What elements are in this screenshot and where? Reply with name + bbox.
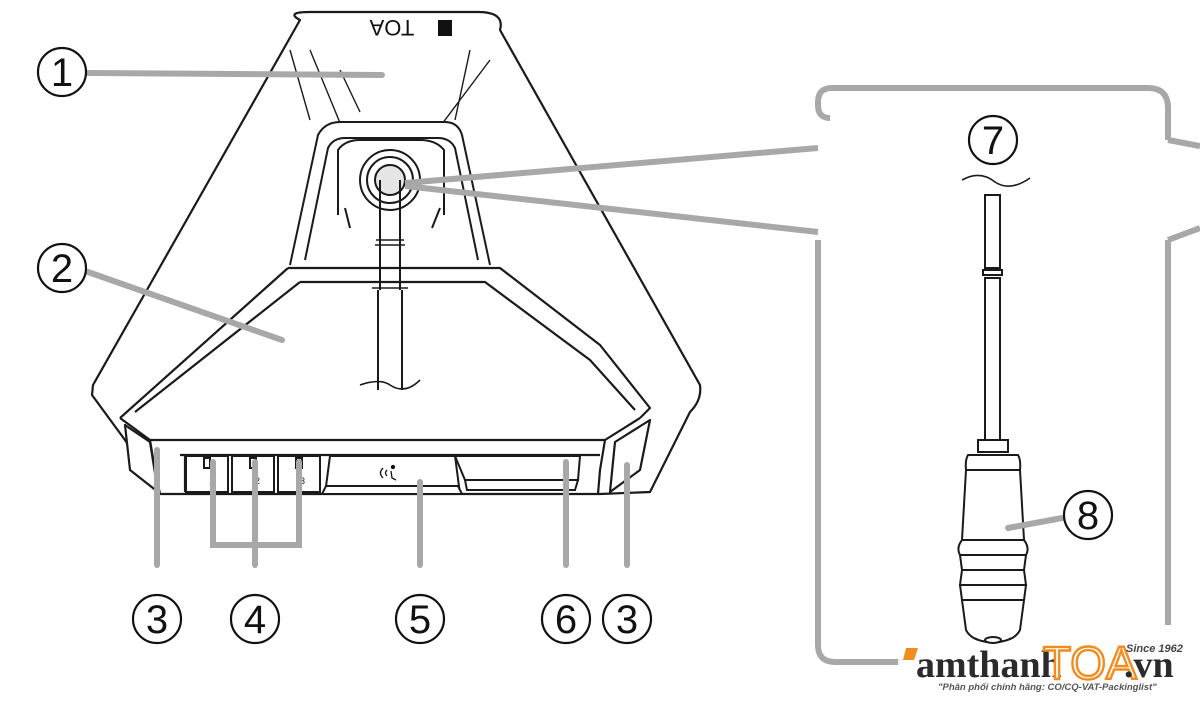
watermark-prefix: amthanh bbox=[916, 644, 1062, 686]
mic-indicator-bar bbox=[453, 455, 582, 491]
gooseneck-detail bbox=[957, 174, 1031, 644]
callout-8 bbox=[1062, 489, 1114, 541]
callout-leaders bbox=[85, 70, 1065, 568]
callout-label-5: 5 bbox=[409, 598, 431, 642]
callout-4 bbox=[229, 593, 281, 645]
callout-2 bbox=[36, 242, 88, 294]
callout-7 bbox=[967, 114, 1019, 166]
button-number-3: 3 bbox=[300, 476, 305, 486]
callout-3a bbox=[131, 593, 183, 645]
unit-logo-text: TOA bbox=[369, 15, 414, 40]
watermark-tagline: "Phân phối chính hãng: CO/CQ-VAT-Packing… bbox=[938, 682, 1157, 693]
watermark-brand: TOA bbox=[1043, 637, 1137, 689]
watermark-since: Since 1962 bbox=[1126, 643, 1183, 655]
watermark-suffix: .vn bbox=[1124, 644, 1174, 686]
callout-label-3b: 3 bbox=[616, 598, 638, 642]
toa-mark-icon bbox=[438, 20, 452, 36]
watermark-accent-icon bbox=[903, 648, 918, 660]
callout-label-6: 6 bbox=[555, 598, 577, 642]
toa-logo-on-unit: TOA bbox=[369, 15, 452, 40]
watermark: amthanh TOA .vn Since 1962 "Phân phối ch… bbox=[898, 636, 1188, 693]
callout-1 bbox=[36, 46, 88, 98]
inset-leaders bbox=[404, 137, 1200, 243]
speak-icon bbox=[379, 464, 397, 481]
callout-6 bbox=[540, 593, 592, 645]
callout-3b bbox=[601, 593, 653, 645]
callout-5 bbox=[394, 593, 446, 645]
callout-labels: 1 2 3 4 5 6 3 7 8 bbox=[51, 51, 1099, 642]
callout-label-2: 2 bbox=[51, 247, 73, 291]
callout-label-4: 4 bbox=[244, 598, 266, 642]
mic-detail-inset bbox=[815, 85, 1171, 665]
mic-mount bbox=[289, 121, 491, 390]
talk-key[interactable] bbox=[320, 455, 464, 495]
callout-circles bbox=[36, 46, 1114, 645]
callout-label-8: 8 bbox=[1077, 494, 1099, 538]
callout-label-3a: 3 bbox=[146, 598, 168, 642]
callout-label-7: 7 bbox=[982, 119, 1004, 163]
channel-button-1[interactable] bbox=[185, 455, 229, 493]
callout-label-1: 1 bbox=[51, 51, 73, 95]
